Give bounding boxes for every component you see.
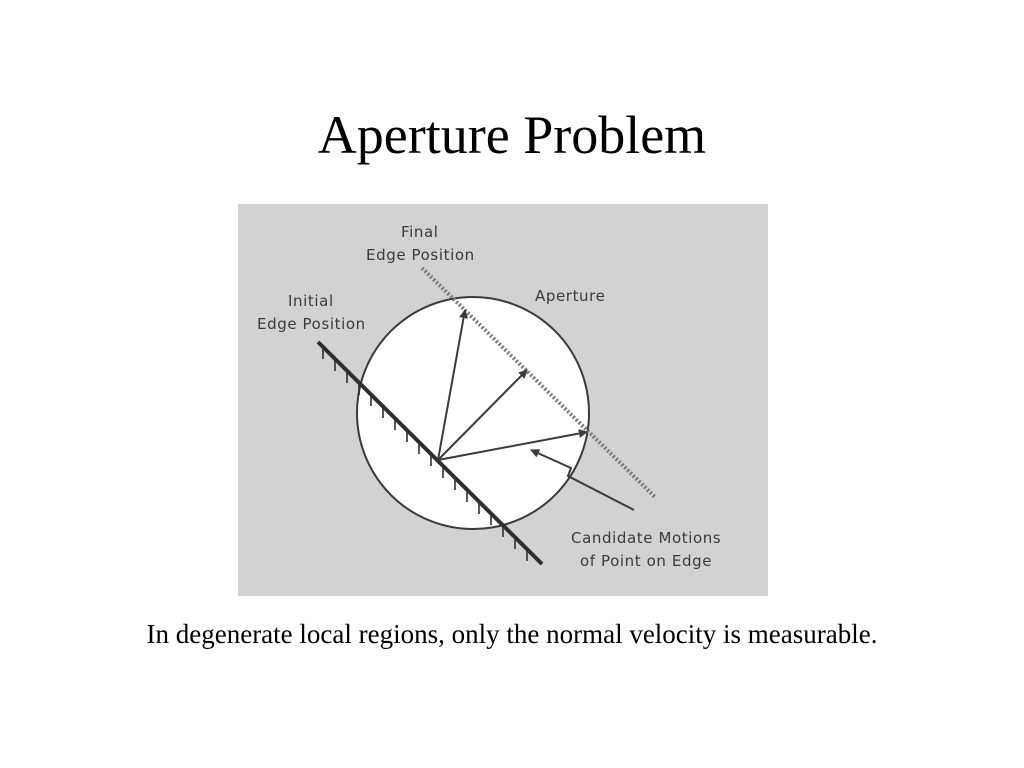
aperture-diagram-svg: Final Edge Position Initial Edge Positio…: [238, 204, 768, 596]
initial-edge-line: [316, 340, 544, 566]
aperture-label: Aperture: [535, 287, 605, 305]
final-edge-label-2: Edge Position: [366, 246, 475, 264]
aperture-circle: [356, 296, 590, 530]
candidate-motion-vectors: [437, 309, 588, 461]
initial-edge-label-1: Initial: [288, 292, 334, 310]
candidate-motions-label-1: Candidate Motions: [571, 529, 721, 547]
slide-caption: In degenerate local regions, only the no…: [146, 619, 878, 649]
motion-vector-3: [437, 429, 588, 461]
slide-title: Aperture Problem: [317, 105, 707, 165]
initial-edge-label-2: Edge Position: [257, 315, 366, 333]
aperture-diagram: Final Edge Position Initial Edge Positio…: [238, 204, 768, 596]
final-edge-line: [420, 266, 658, 500]
candidate-pointer-arrow: [530, 449, 635, 511]
motion-vector-2: [437, 369, 528, 461]
final-edge-label-1: Final: [401, 223, 439, 241]
motion-vector-1: [437, 309, 468, 461]
initial-edge-ticks: [322, 347, 528, 561]
candidate-motions-label-2: of Point on Edge: [580, 552, 712, 570]
